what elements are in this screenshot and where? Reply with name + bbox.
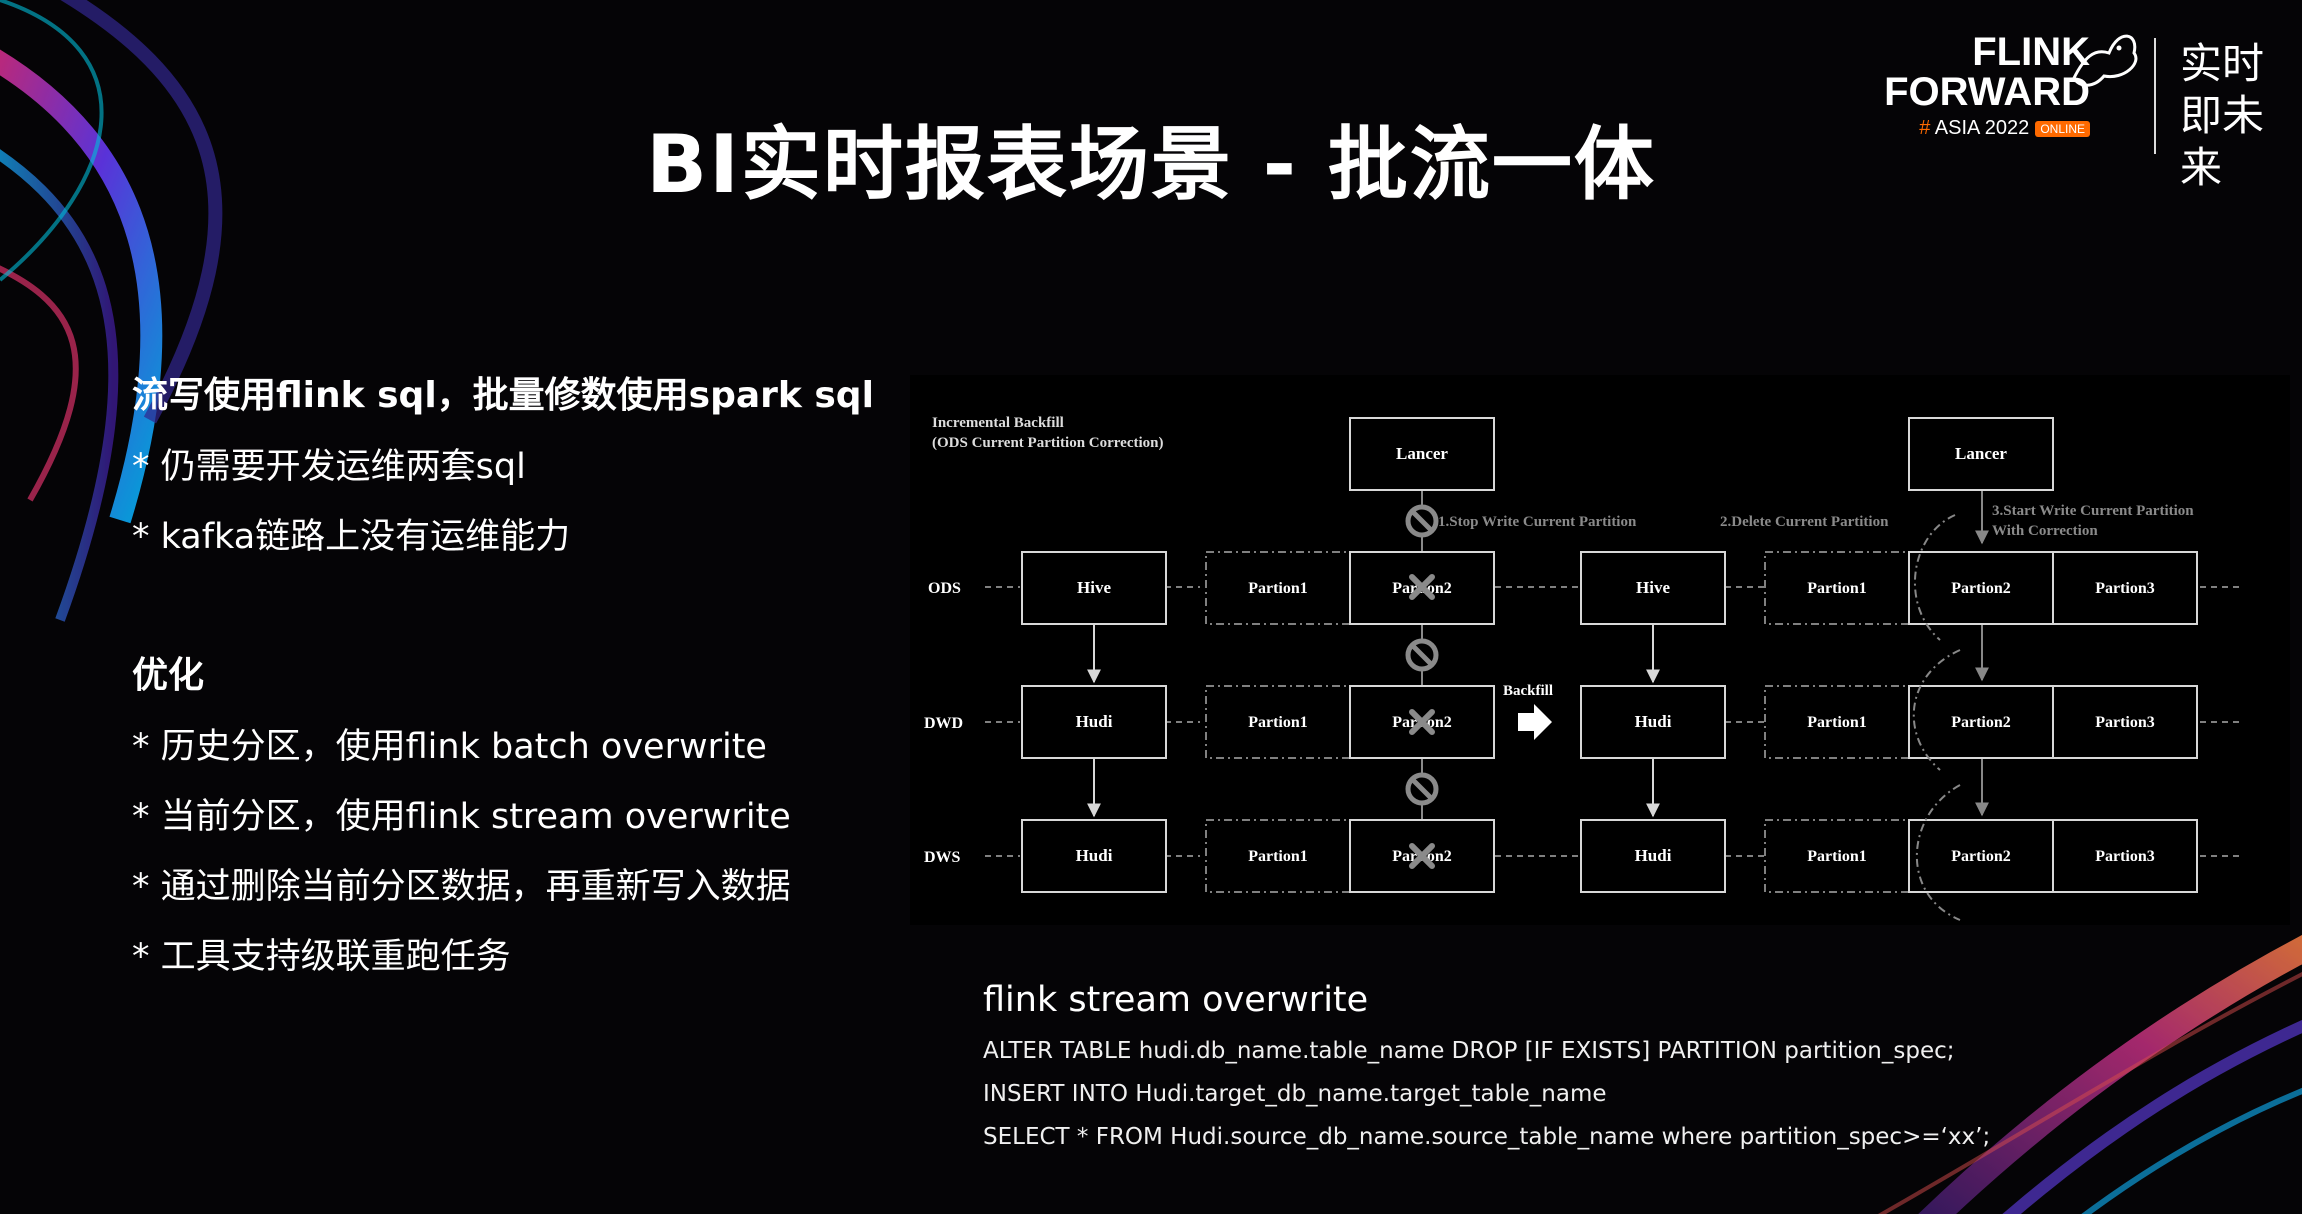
delete-x-icon xyxy=(1409,574,1435,869)
lancer-label-right: Lancer xyxy=(1955,444,2007,463)
lancer-label-left: Lancer xyxy=(1396,444,1448,463)
engine-box-ods-right xyxy=(1580,551,1726,625)
bullet-item: * 历史分区，使用flink batch overwrite xyxy=(132,727,767,767)
partition1-label: Partion1 xyxy=(1807,580,1867,597)
lancer-box-right xyxy=(1908,417,2054,491)
logo-event-name: ASIA 2022 xyxy=(1934,117,2030,139)
bullet-item: * 仍需要开发运维两套sql xyxy=(132,447,526,487)
spacer xyxy=(132,572,892,640)
right-arrow-icon xyxy=(1518,704,1552,740)
squirrel-logo-icon xyxy=(2072,34,2138,87)
logo-slogan: 实时即未来 xyxy=(2180,39,2265,192)
row-label-ods: ODS xyxy=(928,580,961,597)
bullet-item: * 通过删除当前分区数据，再重新写入数据 xyxy=(132,867,791,907)
partition1-label: Partion1 xyxy=(1248,580,1308,597)
logo-divider xyxy=(2154,38,2156,154)
engine-label: Hive xyxy=(1077,578,1111,597)
step3-label-line1: 3.Start Write Current Partition xyxy=(1992,503,2194,519)
partition2-label: Partion2 xyxy=(1951,580,2011,597)
partition3-label: Partion3 xyxy=(2095,580,2155,597)
code-line: INSERT INTO Hudi.target_db_name.target_t… xyxy=(983,1081,1607,1107)
logo-hash: # xyxy=(1919,117,1931,139)
engine-label: Hudi xyxy=(1635,712,1672,731)
partition2-label: Partion2 xyxy=(1951,714,2011,731)
engine-box-dws-left xyxy=(1021,819,1167,893)
step1-label: 1.Stop Write Current Partition xyxy=(1438,514,1637,530)
left-bullet-panel: 流写使用flink sql，批量修数使用spark sql * 仍需要开发运维两… xyxy=(132,360,892,992)
code-line: ALTER TABLE hudi.db_name.table_name DROP… xyxy=(983,1038,1955,1064)
diagram-caption-line1: Incremental Backfill xyxy=(932,415,1064,431)
partition1-label: Partion1 xyxy=(1248,714,1308,731)
backfill-label: Backfill xyxy=(1503,683,1553,699)
slide-title: BI实时报表场景 - 批流一体 xyxy=(646,118,1656,211)
section-heading-current: 流写使用flink sql，批量修数使用spark sql xyxy=(132,375,874,416)
step2-label: 2.Delete Current Partition xyxy=(1720,514,1889,530)
partition1-label: Partion1 xyxy=(1807,848,1867,865)
row-label-dws: DWS xyxy=(924,849,961,866)
logo-event: # ASIA 2022 ONLINE xyxy=(1919,116,2090,141)
partition1-label: Partion1 xyxy=(1248,848,1308,865)
partition3-label: Partion3 xyxy=(2095,714,2155,731)
engine-box-dws-right xyxy=(1580,819,1726,893)
engine-box-dwd-right xyxy=(1580,685,1726,759)
diagram-caption-line2: (ODS Current Partition Correction) xyxy=(932,435,1163,451)
section-heading-optimize: 优化 xyxy=(132,655,205,696)
engine-box-dwd-left xyxy=(1021,685,1167,759)
incremental-backfill-diagram: Incremental Backfill (ODS Current Partit… xyxy=(910,375,2290,925)
lancer-box-left xyxy=(1349,417,1495,491)
partition1-label: Partion1 xyxy=(1807,714,1867,731)
row-label-dwd: DWD xyxy=(924,715,963,732)
logo-line-forward: FORWARD xyxy=(1884,70,2090,114)
engine-label: Hudi xyxy=(1076,712,1113,731)
bullet-item: * kafka链路上没有运维能力 xyxy=(132,517,571,557)
logo-online-badge: ONLINE xyxy=(2035,120,2090,137)
engine-box-ods-left xyxy=(1021,551,1167,625)
partition2-label: Partion2 xyxy=(1951,848,2011,865)
flink-forward-logo: FLINK FORWARD # ASIA 2022 ONLINE 实时即未来 xyxy=(1880,18,2280,192)
code-line: SELECT * FROM Hudi.source_db_name.source… xyxy=(983,1124,1991,1150)
step3-label-line2: With Correction xyxy=(1992,523,2098,539)
code-snippet-panel: flink stream overwrite ALTER TABLE hudi.… xyxy=(983,970,1990,1159)
bullet-item: * 工具支持级联重跑任务 xyxy=(132,937,511,977)
engine-label: Hudi xyxy=(1076,846,1113,865)
engine-label: Hive xyxy=(1636,578,1670,597)
stop-icon xyxy=(1405,491,1439,819)
partition3-label: Partion3 xyxy=(2095,848,2155,865)
logo-line-flink: FLINK xyxy=(1972,30,2090,74)
code-heading: flink stream overwrite xyxy=(983,980,1369,1020)
bullet-item: * 当前分区，使用flink stream overwrite xyxy=(132,797,791,837)
engine-label: Hudi xyxy=(1635,846,1672,865)
